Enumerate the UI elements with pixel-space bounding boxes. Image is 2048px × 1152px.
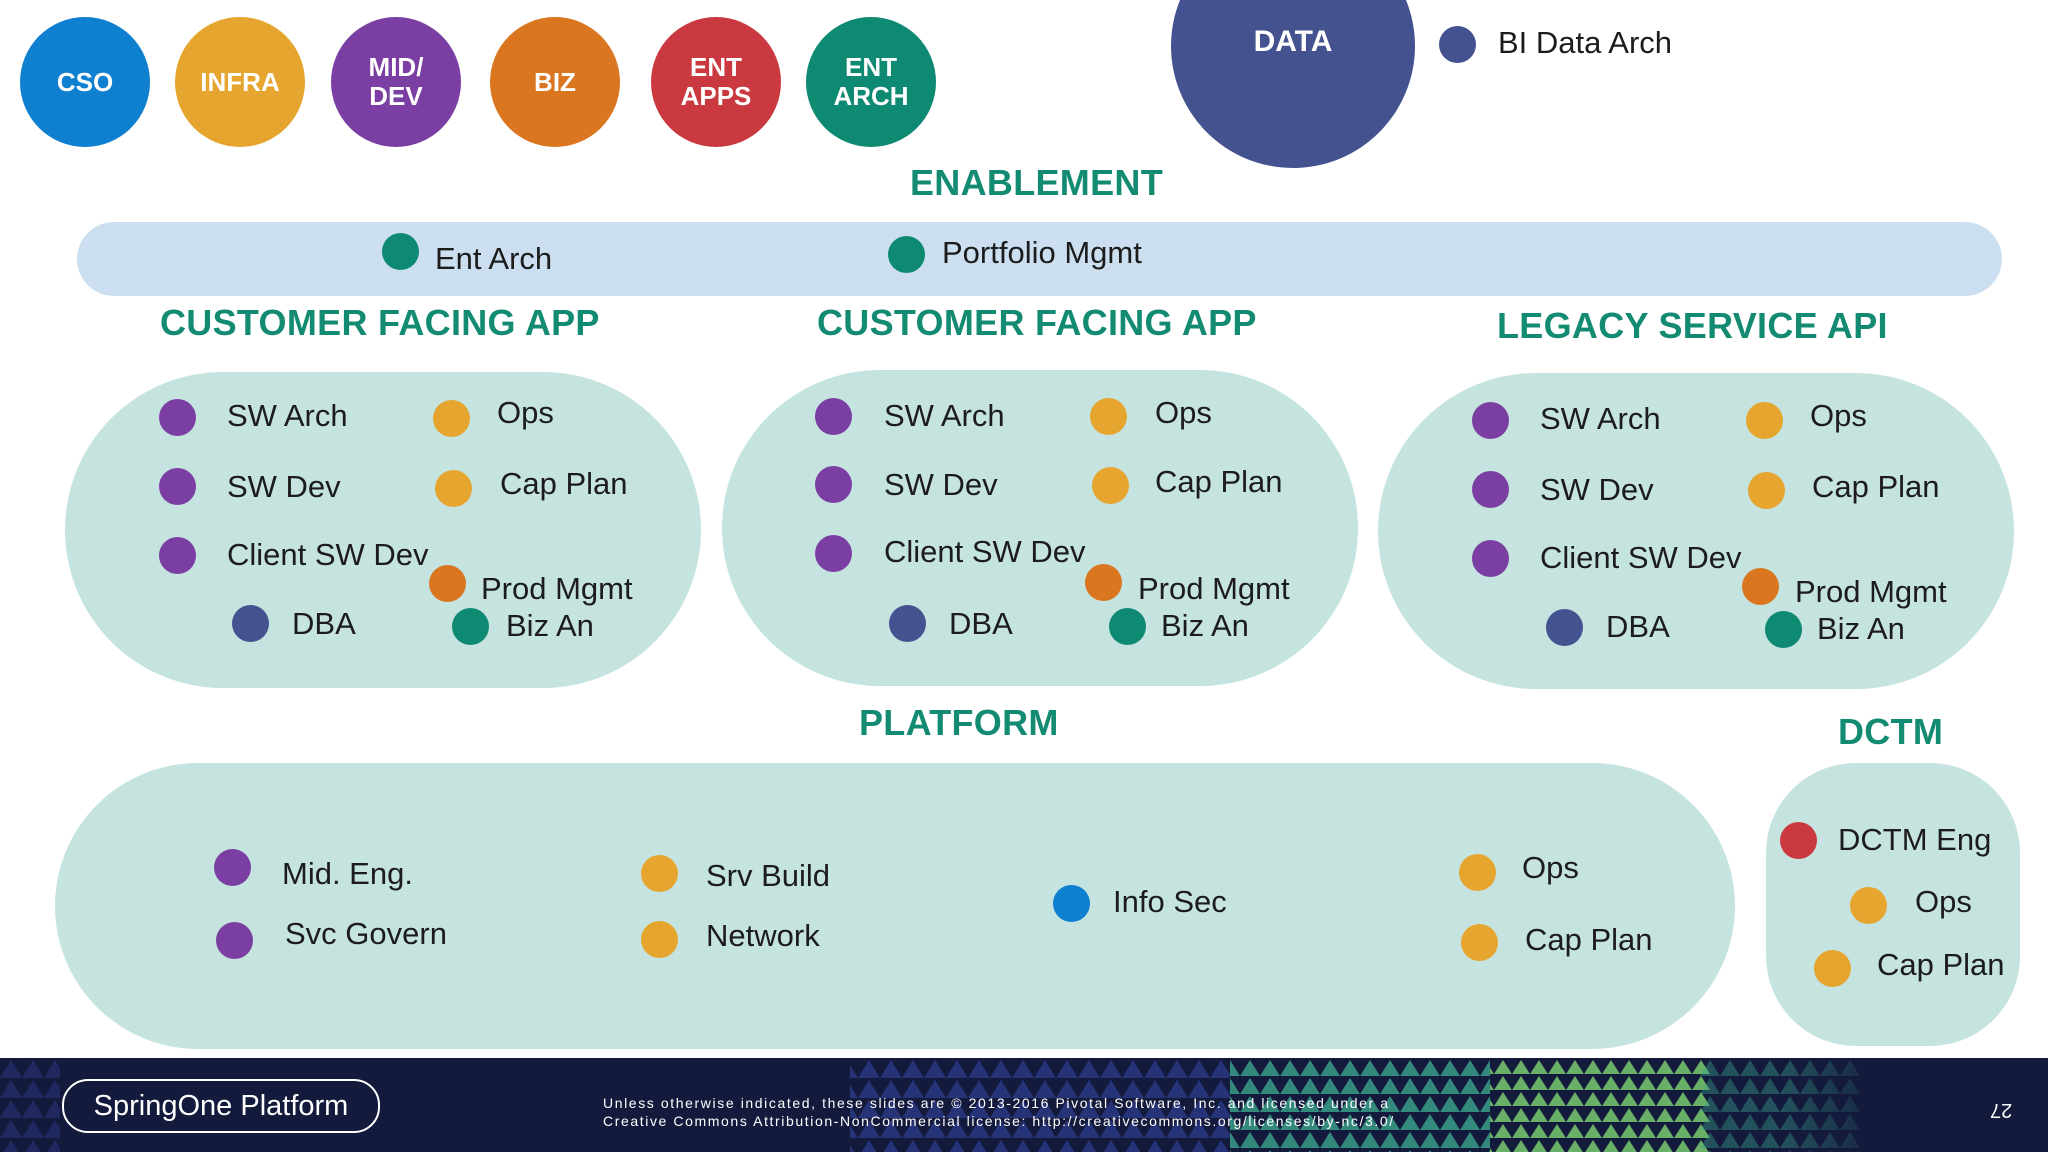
enablement-ent-arch-dot [382,233,419,270]
section-1-sw-arch-label: SW Arch [227,398,348,433]
section-2-prod-mgmt-dot [1085,564,1122,601]
section-2-ops-label: Ops [1155,395,1212,430]
platform-srv-build-label: Srv Build [706,858,831,893]
legal-line-1: Unless otherwise indicated, these slides… [603,1095,1390,1111]
section-2-biz-an-label: Biz An [1161,608,1249,643]
springone-logo: SpringOne Platform [62,1079,380,1133]
platform-network-label: Network [706,918,820,953]
section-1-title: CUSTOMER FACING APP [160,302,600,343]
section-2-dba-label: DBA [949,606,1013,641]
section-1-prod-mgmt-label: Prod Mgmt [481,571,633,606]
platform-pill [55,763,1735,1049]
biz-circle: BIZ [490,17,620,147]
section-1-client-sw-dev-dot [159,537,196,574]
platform-svc-govern-dot [216,922,253,959]
section-3-sw-arch-label: SW Arch [1540,401,1661,436]
platform-title: PLATFORM [859,702,1059,743]
ent-apps-circle: ENT APPS [651,17,781,147]
platform-network-dot [641,921,678,958]
platform-ops-dot [1459,854,1496,891]
dctm-pill [1766,763,2020,1046]
section-2-biz-an-dot [1109,608,1146,645]
dctm-eng-dot [1780,822,1817,859]
section-3-sw-arch-dot [1472,402,1509,439]
section-3-biz-an-dot [1765,611,1802,648]
section-1-client-sw-dev-label: Client SW Dev [227,537,429,572]
section-3-dba-label: DBA [1606,609,1670,644]
section-2-dba-dot [889,605,926,642]
section-2-cap-plan-label: Cap Plan [1155,464,1283,499]
data-circle: DATA [1171,0,1415,168]
section-3-prod-mgmt-dot [1742,568,1779,605]
section-1-sw-arch-dot [159,399,196,436]
legal-notice: Unless otherwise indicated, these slides… [603,1094,1395,1130]
section-3-cap-plan-dot [1748,472,1785,509]
platform-cap-plan-label: Cap Plan [1525,922,1653,957]
page-number: 27 [1989,1099,2012,1121]
dctm-cap-plan-dot [1814,950,1851,987]
section-2-title: CUSTOMER FACING APP [817,302,1257,343]
section-3-ops-label: Ops [1810,398,1867,433]
bi-data-arch-dot [1439,26,1476,63]
section-2-sw-arch-dot [815,398,852,435]
enablement-ent-arch-label: Ent Arch [435,241,553,276]
section-1-biz-an-dot [452,608,489,645]
section-1-ops-dot [433,400,470,437]
cso-circle: CSO [20,17,150,147]
section-1-sw-dev-label: SW Dev [227,469,341,504]
platform-srv-build-dot [641,855,678,892]
section-3-client-sw-dev-dot [1472,540,1509,577]
footer-bar: SpringOne Platform Unless otherwise indi… [0,1058,2048,1152]
legal-line-2: Creative Commons Attribution-NonCommerci… [603,1113,1395,1129]
platform-svc-govern-label: Svc Govern [285,916,447,951]
platform-mid-eng-label: Mid. Eng. [282,856,413,891]
section-3-sw-dev-dot [1472,471,1509,508]
platform-info-sec-dot [1053,885,1090,922]
platform-mid-eng-dot [214,849,251,886]
mid-dev-circle: MID/ DEV [331,17,461,147]
section-1-cap-plan-dot [435,470,472,507]
dctm-title: DCTM [1838,711,1944,752]
section-3-ops-dot [1746,402,1783,439]
section-1-dba-dot [232,605,269,642]
section-1-dba-label: DBA [292,606,356,641]
platform-info-sec-label: Info Sec [1113,884,1227,919]
section-2-sw-arch-label: SW Arch [884,398,1005,433]
section-3-title: LEGACY SERVICE API [1497,305,1888,346]
section-2-sw-dev-label: SW Dev [884,467,998,502]
section-1-prod-mgmt-dot [429,565,466,602]
platform-ops-label: Ops [1522,850,1579,885]
dctm-ops-label: Ops [1915,884,1972,919]
enablement-portfolio-mgmt-dot [888,236,925,273]
section-2-prod-mgmt-label: Prod Mgmt [1138,571,1290,606]
section-3-cap-plan-label: Cap Plan [1812,469,1940,504]
section-1-sw-dev-dot [159,468,196,505]
dctm-ops-dot [1850,887,1887,924]
infra-circle: INFRA [175,17,305,147]
enablement-title: ENABLEMENT [910,162,1163,203]
dctm-eng-label: DCTM Eng [1838,822,1992,857]
section-2-client-sw-dev-dot [815,535,852,572]
bi-data-arch-label: BI Data Arch [1498,25,1673,60]
section-2-client-sw-dev-label: Client SW Dev [884,534,1086,569]
data-circle-label: DATA [1253,25,1333,58]
section-2-ops-dot [1090,398,1127,435]
section-2-cap-plan-dot [1092,467,1129,504]
section-3-dba-dot [1546,609,1583,646]
section-1-cap-plan-label: Cap Plan [500,466,628,501]
section-1-ops-label: Ops [497,395,554,430]
ent-arch-circle: ENT ARCH [806,17,936,147]
section-2-sw-dev-dot [815,466,852,503]
section-3-prod-mgmt-label: Prod Mgmt [1795,574,1947,609]
dctm-cap-plan-label: Cap Plan [1877,947,2005,982]
platform-cap-plan-dot [1461,924,1498,961]
footer-decor [0,1058,1900,1152]
section-3-client-sw-dev-label: Client SW Dev [1540,540,1742,575]
section-3-sw-dev-label: SW Dev [1540,472,1654,507]
section-3-biz-an-label: Biz An [1817,611,1905,646]
enablement-portfolio-mgmt-label: Portfolio Mgmt [942,235,1142,270]
section-1-biz-an-label: Biz An [506,608,594,643]
